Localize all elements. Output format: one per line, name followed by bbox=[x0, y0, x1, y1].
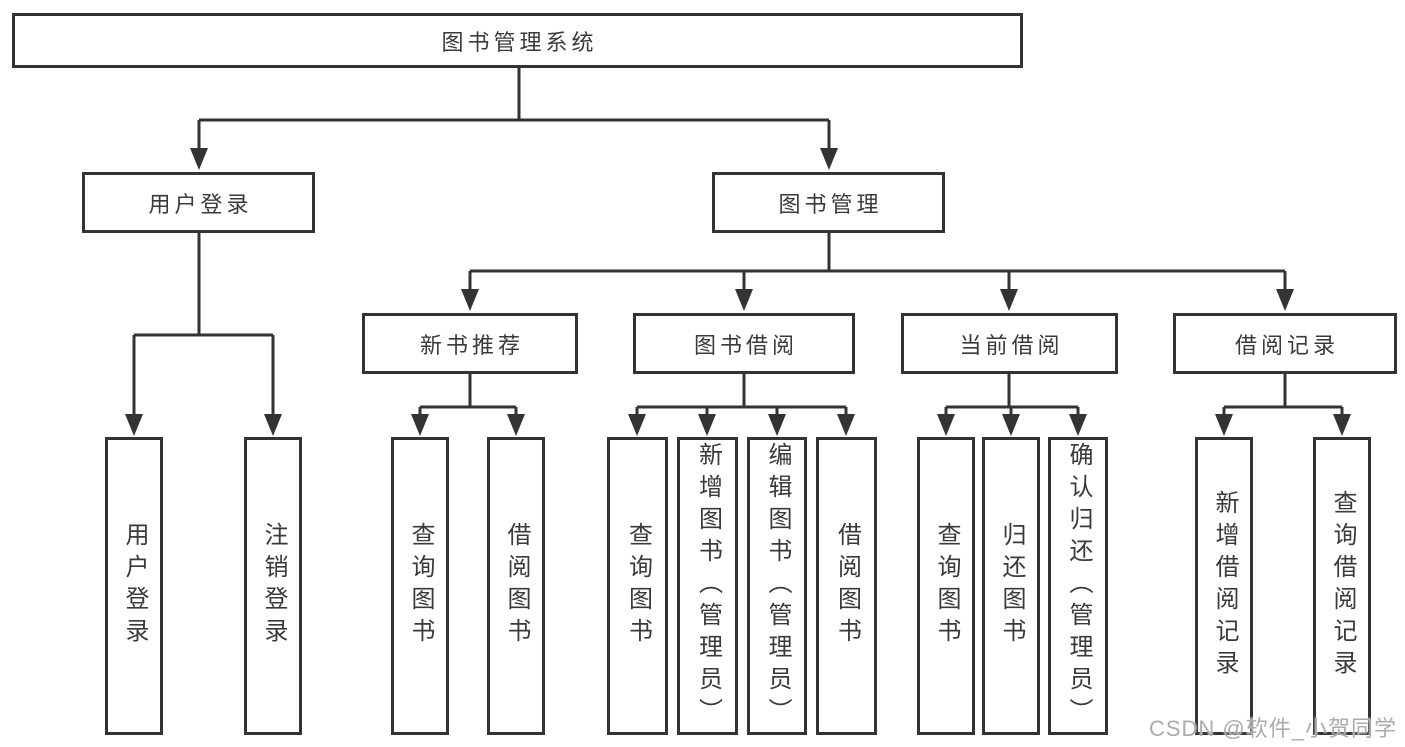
leaf-user-login: 用户登录 bbox=[105, 437, 163, 735]
leaf-records-query-record: 查询借阅记录 bbox=[1313, 437, 1371, 735]
node-user-login-label: 用户登录 bbox=[148, 191, 253, 217]
node-book-borrowing-label: 图书借阅 bbox=[693, 332, 798, 358]
node-book-borrowing: 图书借阅 bbox=[633, 313, 855, 374]
leaf-borrow-query-books-label: 查询图书 bbox=[624, 522, 652, 650]
leaf-current-confirm-return-admin: 确认归还（管理员） bbox=[1048, 437, 1108, 735]
leaf-logout: 注销登录 bbox=[244, 437, 302, 735]
leaf-current-query-books: 查询图书 bbox=[917, 437, 975, 735]
leaf-borrow-add-books-admin-label: 新增图书（管理员） bbox=[694, 442, 722, 730]
node-new-book-recommend-label: 新书推荐 bbox=[419, 332, 524, 358]
node-book-management-label: 图书管理 bbox=[778, 191, 883, 217]
leaf-user-login-label: 用户登录 bbox=[121, 522, 148, 650]
node-root: 图书管理系统 bbox=[12, 13, 1023, 68]
leaf-borrow-borrow-books: 借阅图书 bbox=[816, 437, 877, 735]
leaf-logout-label: 注销登录 bbox=[260, 522, 287, 650]
leaf-current-confirm-return-admin-label: 确认归还（管理员） bbox=[1065, 442, 1092, 730]
leaf-records-add-record: 新增借阅记录 bbox=[1195, 437, 1253, 735]
leaf-borrow-add-books-admin: 新增图书（管理员） bbox=[677, 437, 738, 735]
node-borrowing-records: 借阅记录 bbox=[1173, 313, 1397, 374]
leaf-current-query-books-label: 查询图书 bbox=[933, 522, 960, 650]
leaf-current-return-books-label: 归还图书 bbox=[998, 522, 1025, 650]
leaf-current-return-books: 归还图书 bbox=[982, 437, 1040, 735]
leaf-records-add-record-label: 新增借阅记录 bbox=[1211, 490, 1238, 682]
node-book-management: 图书管理 bbox=[712, 172, 945, 233]
node-new-book-recommend: 新书推荐 bbox=[362, 313, 578, 374]
leaf-borrow-edit-books-admin-label: 编辑图书（管理员） bbox=[764, 442, 791, 730]
node-current-borrowing: 当前借阅 bbox=[901, 313, 1118, 374]
leaf-records-query-record-label: 查询借阅记录 bbox=[1329, 490, 1356, 682]
csdn-watermark: CSDN @软件_小贺同学 bbox=[1148, 716, 1397, 741]
node-borrowing-records-label: 借阅记录 bbox=[1234, 332, 1339, 358]
leaf-recommend-query-books-label: 查询图书 bbox=[407, 522, 434, 650]
leaf-recommend-query-books: 查询图书 bbox=[391, 437, 449, 735]
node-root-label: 图书管理系统 bbox=[441, 29, 598, 55]
node-current-borrowing-label: 当前借阅 bbox=[959, 332, 1064, 358]
leaf-recommend-borrow-books-label: 借阅图书 bbox=[503, 522, 530, 650]
leaf-recommend-borrow-books: 借阅图书 bbox=[487, 437, 545, 735]
leaf-borrow-borrow-books-label: 借阅图书 bbox=[833, 522, 861, 650]
leaf-borrow-query-books: 查询图书 bbox=[607, 437, 668, 735]
leaf-borrow-edit-books-admin: 编辑图书（管理员） bbox=[747, 437, 807, 735]
node-user-login: 用户登录 bbox=[82, 172, 315, 233]
